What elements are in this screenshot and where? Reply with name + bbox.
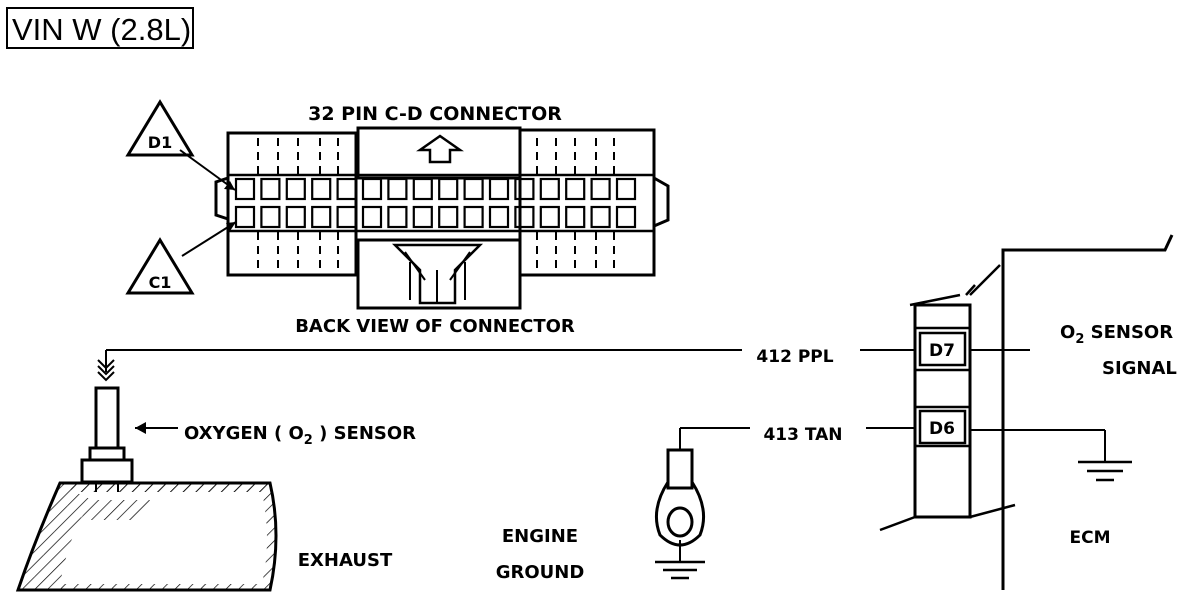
svg-text:C1: C1 — [149, 273, 172, 292]
pin-cavity — [438, 205, 459, 229]
engine-ground-label-1: ENGINE — [502, 526, 578, 547]
pin-cavity — [514, 177, 535, 201]
connector-pins — [226, 173, 656, 233]
pin-cavity — [336, 177, 357, 201]
pin-cavity — [361, 205, 383, 229]
pin-d6: D6 — [929, 419, 955, 439]
pin-cavity — [438, 177, 459, 201]
pin-cavity — [539, 177, 560, 201]
exhaust-pipe: EXHAUST — [15, 481, 393, 592]
pin-cavity — [234, 205, 256, 229]
pin-cavity — [361, 177, 383, 201]
pin-cavity — [387, 205, 408, 229]
oxygen-sensor: OXYGEN ( O2 ) SENSOR — [80, 386, 416, 535]
pin-cavity — [311, 177, 332, 201]
pin-cavity — [387, 177, 408, 201]
o2-signal-label-1: O2 SENSOR — [1060, 322, 1173, 347]
pin-cavity — [463, 205, 484, 229]
connector-caption: BACK VIEW OF CONNECTOR — [295, 316, 575, 337]
pin-cavity — [539, 205, 560, 229]
ecm-label: ECM — [1069, 528, 1110, 548]
pin-cavity — [514, 205, 535, 229]
o2-signal-label-2: SIGNAL — [1102, 358, 1177, 379]
pin-cavity — [285, 205, 306, 229]
connector-title: 32 PIN C-D CONNECTOR — [308, 103, 562, 125]
callout-c1: C1 — [125, 221, 237, 295]
oxygen-sensor-label: OXYGEN ( O2 ) SENSOR — [184, 423, 416, 448]
exhaust-label: EXHAUST — [298, 550, 393, 571]
ecm-connector: D7 D6 — [879, 264, 1016, 532]
pin-cavity — [565, 205, 586, 229]
pin-cavity — [463, 177, 484, 201]
callout-d1: D1 — [125, 99, 236, 191]
pin-cavity — [260, 177, 281, 201]
pin-cavity — [311, 205, 332, 229]
svg-text:D1: D1 — [148, 133, 172, 152]
pin-cavity — [260, 205, 281, 229]
pin-cavity — [285, 177, 306, 201]
pin-cavity — [615, 205, 637, 229]
pin-cavity — [412, 177, 433, 201]
pin-cavity — [336, 205, 357, 229]
pin-cavity — [412, 205, 433, 229]
pin-cavity — [488, 205, 510, 229]
pin-cavity — [565, 177, 586, 201]
engine-ground-label-2: GROUND — [496, 562, 585, 583]
engine-ground: ENGINE GROUND 413 TAN — [496, 425, 915, 583]
title-box: VIN W (2.8L) — [6, 7, 194, 49]
pin-cavity — [615, 177, 637, 201]
pin-d7: D7 — [929, 341, 955, 361]
pin-row-frame — [226, 173, 656, 233]
pin-cavity — [590, 177, 611, 201]
wire-412: 412 PPL — [97, 347, 915, 382]
ecm-module: O2 SENSOR SIGNAL ECM — [970, 234, 1177, 590]
wire-412-label: 412 PPL — [756, 347, 833, 367]
pin-cavity — [488, 177, 510, 201]
wire-413-label: 413 TAN — [763, 425, 842, 445]
pin-cavity — [590, 205, 611, 229]
pin-cavity — [234, 177, 256, 201]
connector-c-d: 32 PIN C-D CONNECTOR BACK VIEW OF CONNEC… — [214, 103, 670, 337]
connector-dividers — [257, 138, 615, 272]
diagram-title: VIN W (2.8L) — [12, 12, 191, 47]
